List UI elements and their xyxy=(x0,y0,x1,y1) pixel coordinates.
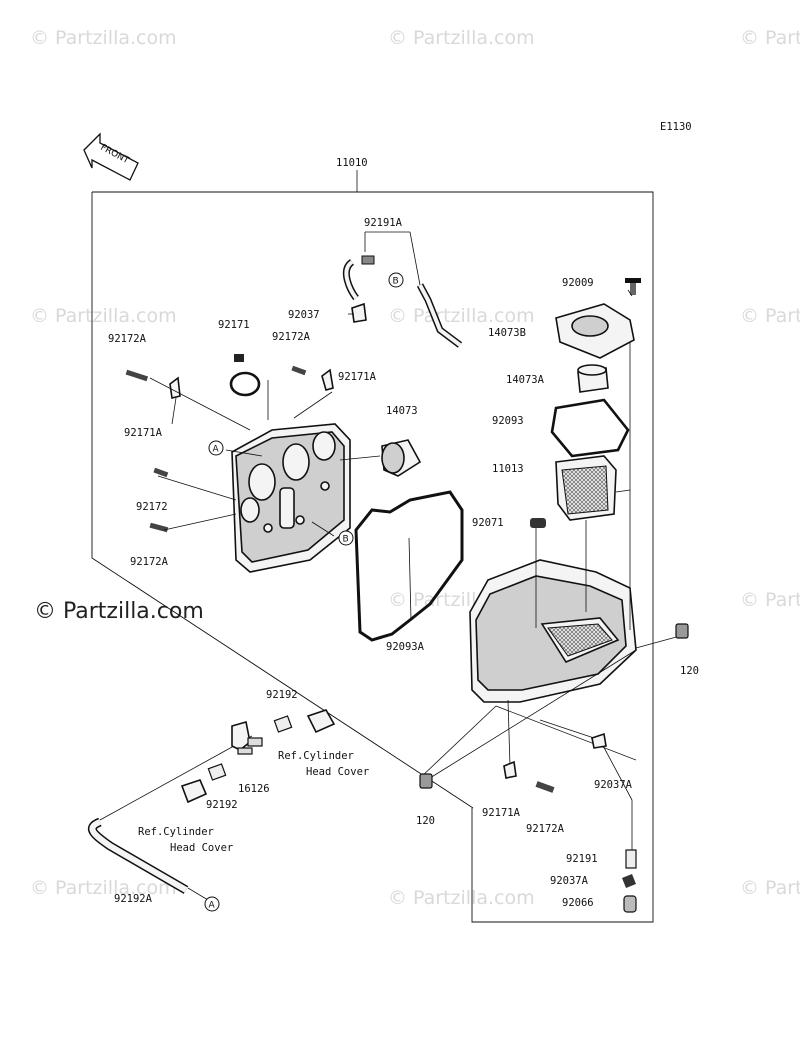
screw-92009-drawing xyxy=(625,278,641,295)
hose-92192-drawing xyxy=(207,715,293,781)
watermark-prominent: © Partzilla.com xyxy=(34,599,204,624)
watermark: © Partzilla.com xyxy=(30,305,177,327)
watermark: © Partzilla.com xyxy=(388,887,535,909)
callout-a-upper: A xyxy=(208,440,224,456)
cover-14073B-drawing xyxy=(555,303,635,359)
part-labels: 92191A 92037 92171 92172A 92172A 92171A … xyxy=(108,217,699,909)
screw-120-left-drawing xyxy=(419,773,433,789)
callout-a-lower: A xyxy=(204,896,220,912)
screw-120-right-drawing xyxy=(675,623,689,639)
callout-letter: B xyxy=(343,535,349,545)
callout-letter: B xyxy=(393,277,399,287)
reference-note: Ref.Cylinder xyxy=(278,750,354,762)
watermark: © Partzilla.com xyxy=(740,27,800,49)
part-label-16126: 16126 xyxy=(238,783,270,795)
element-11013-drawing xyxy=(555,455,617,521)
part-label-11010: 11010 xyxy=(336,157,368,169)
watermark: © Partzilla.com xyxy=(30,27,177,49)
part-label-92037: 92037 xyxy=(288,309,320,321)
gasket-92093A-drawing xyxy=(354,490,464,642)
reference-note: Head Cover xyxy=(170,842,233,854)
part-label-92172A: 92172A xyxy=(526,823,565,835)
watermark: © Partzilla.com xyxy=(740,589,800,611)
part-label-92172A: 92172A xyxy=(108,333,147,345)
part-label-92071: 92071 xyxy=(472,517,504,529)
part-label-14073A: 14073A xyxy=(506,374,545,386)
bolt-92172A-left-drawing xyxy=(125,369,181,399)
part-label-92191: 92191 xyxy=(566,853,598,865)
part-label-92093: 92093 xyxy=(492,415,524,427)
part-label-92171: 92171 xyxy=(218,319,250,331)
grommet-92071-drawing xyxy=(530,518,546,528)
watermark: © Partzilla.com xyxy=(388,27,535,49)
part-label-92172: 92172 xyxy=(136,501,168,513)
hose-92192A-drawing xyxy=(87,817,189,894)
part-label-92066: 92066 xyxy=(562,897,594,909)
assembly-bracket xyxy=(92,191,654,923)
watermark-layer: © Partzilla.com © Partzilla.com © Partzi… xyxy=(30,27,800,909)
callout-b-lower: B xyxy=(338,530,354,546)
watermark: © Partzilla.com xyxy=(740,877,800,899)
clamp-92171A-low-drawing xyxy=(503,760,517,779)
part-label-92192A: 92192A xyxy=(114,893,153,905)
part-label-120: 120 xyxy=(416,815,435,827)
seal-92093-drawing xyxy=(550,398,630,458)
part-label-92191A: 92191A xyxy=(364,217,403,229)
watermark: © Partzilla.com xyxy=(740,305,800,327)
breather-hose-92191A-drawing xyxy=(342,255,463,348)
bolt-92172A-bottom-drawing xyxy=(535,781,555,793)
reference-note: Head Cover xyxy=(306,766,369,778)
part-label-92093A: 92093A xyxy=(386,641,425,653)
leader-lines xyxy=(99,231,681,901)
callout-b-upper: B xyxy=(388,272,404,288)
watermark: © Partzilla.com xyxy=(30,877,177,899)
breather-valve-16126-drawing xyxy=(231,720,263,755)
reference-notes: Ref.Cylinder Head Cover Ref.Cylinder Hea… xyxy=(138,750,369,854)
clamp-92171-drawing xyxy=(229,354,261,397)
air-box-housing-drawing xyxy=(469,559,637,703)
reference-note: Ref.Cylinder xyxy=(138,826,214,838)
front-direction-icon: FRONT xyxy=(83,132,139,181)
clip-92037A-mid-drawing xyxy=(591,732,607,749)
callout-letter: A xyxy=(213,445,220,455)
bolt-92172-drawing xyxy=(149,467,169,533)
holder-14073-drawing xyxy=(381,439,422,477)
part-label-92192: 92192 xyxy=(206,799,238,811)
part-label-14073B: 14073B xyxy=(488,327,526,339)
part-label-11013: 11013 xyxy=(492,463,524,475)
clip-92037A-low-drawing xyxy=(622,874,636,888)
part-label-14073: 14073 xyxy=(386,405,418,417)
part-label-92009: 92009 xyxy=(562,277,594,289)
part-label-92172A: 92172A xyxy=(272,331,311,343)
air-cleaner-lid-drawing xyxy=(231,423,351,573)
part-label-92037A: 92037A xyxy=(594,779,633,791)
part-label-92171A: 92171A xyxy=(338,371,377,383)
part-label-92171A: 92171A xyxy=(482,807,521,819)
part-label-92192: 92192 xyxy=(266,689,298,701)
plug-92066-drawing xyxy=(623,895,637,913)
diagram-code: E1130 xyxy=(660,121,692,133)
bolt-92172A-top-drawing xyxy=(291,365,334,391)
sleeve-14073A-drawing xyxy=(577,364,609,393)
part-label-92172A: 92172A xyxy=(130,556,169,568)
part-label-120: 120 xyxy=(680,665,699,677)
part-label-92171A: 92171A xyxy=(124,427,163,439)
part-label-92037A: 92037A xyxy=(550,875,589,887)
cylinder-head-fitting-drawing xyxy=(180,709,336,804)
clip-92037-drawing xyxy=(351,302,367,323)
watermark: © Partzilla.com xyxy=(388,305,535,327)
drain-hose-92191-drawing xyxy=(625,849,637,869)
callout-letter: A xyxy=(209,901,216,911)
